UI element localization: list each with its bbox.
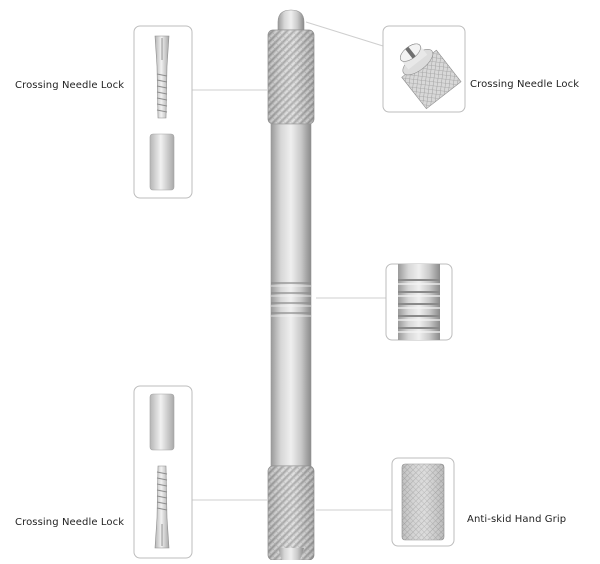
callout-top-left bbox=[133, 25, 193, 199]
connector-top-right bbox=[305, 21, 384, 47]
label-bottom-left: Crossing Needle Lock bbox=[15, 517, 125, 528]
callout-bottom-left bbox=[133, 385, 193, 559]
collet-part-icon bbox=[154, 35, 170, 119]
callout-middle-right bbox=[385, 263, 453, 341]
pen-top-tip bbox=[277, 9, 305, 31]
pen-shaft bbox=[270, 123, 312, 467]
pen-body bbox=[267, 9, 315, 561]
connector-lines bbox=[192, 21, 392, 511]
pen-bottom-tip bbox=[278, 548, 304, 560]
label-top-right: Crossing Needle Lock bbox=[470, 79, 580, 90]
callout-top-right bbox=[382, 25, 466, 113]
collet-part-icon-2 bbox=[154, 465, 170, 549]
ring-grooves bbox=[271, 282, 311, 314]
sleeve-part-icon bbox=[149, 133, 175, 191]
label-top-left: Crossing Needle Lock bbox=[15, 80, 125, 91]
callout-bottom-right bbox=[391, 457, 455, 547]
sleeve-part-icon-2 bbox=[149, 393, 175, 451]
label-bottom-right: Anti-skid Hand Grip bbox=[467, 514, 567, 525]
